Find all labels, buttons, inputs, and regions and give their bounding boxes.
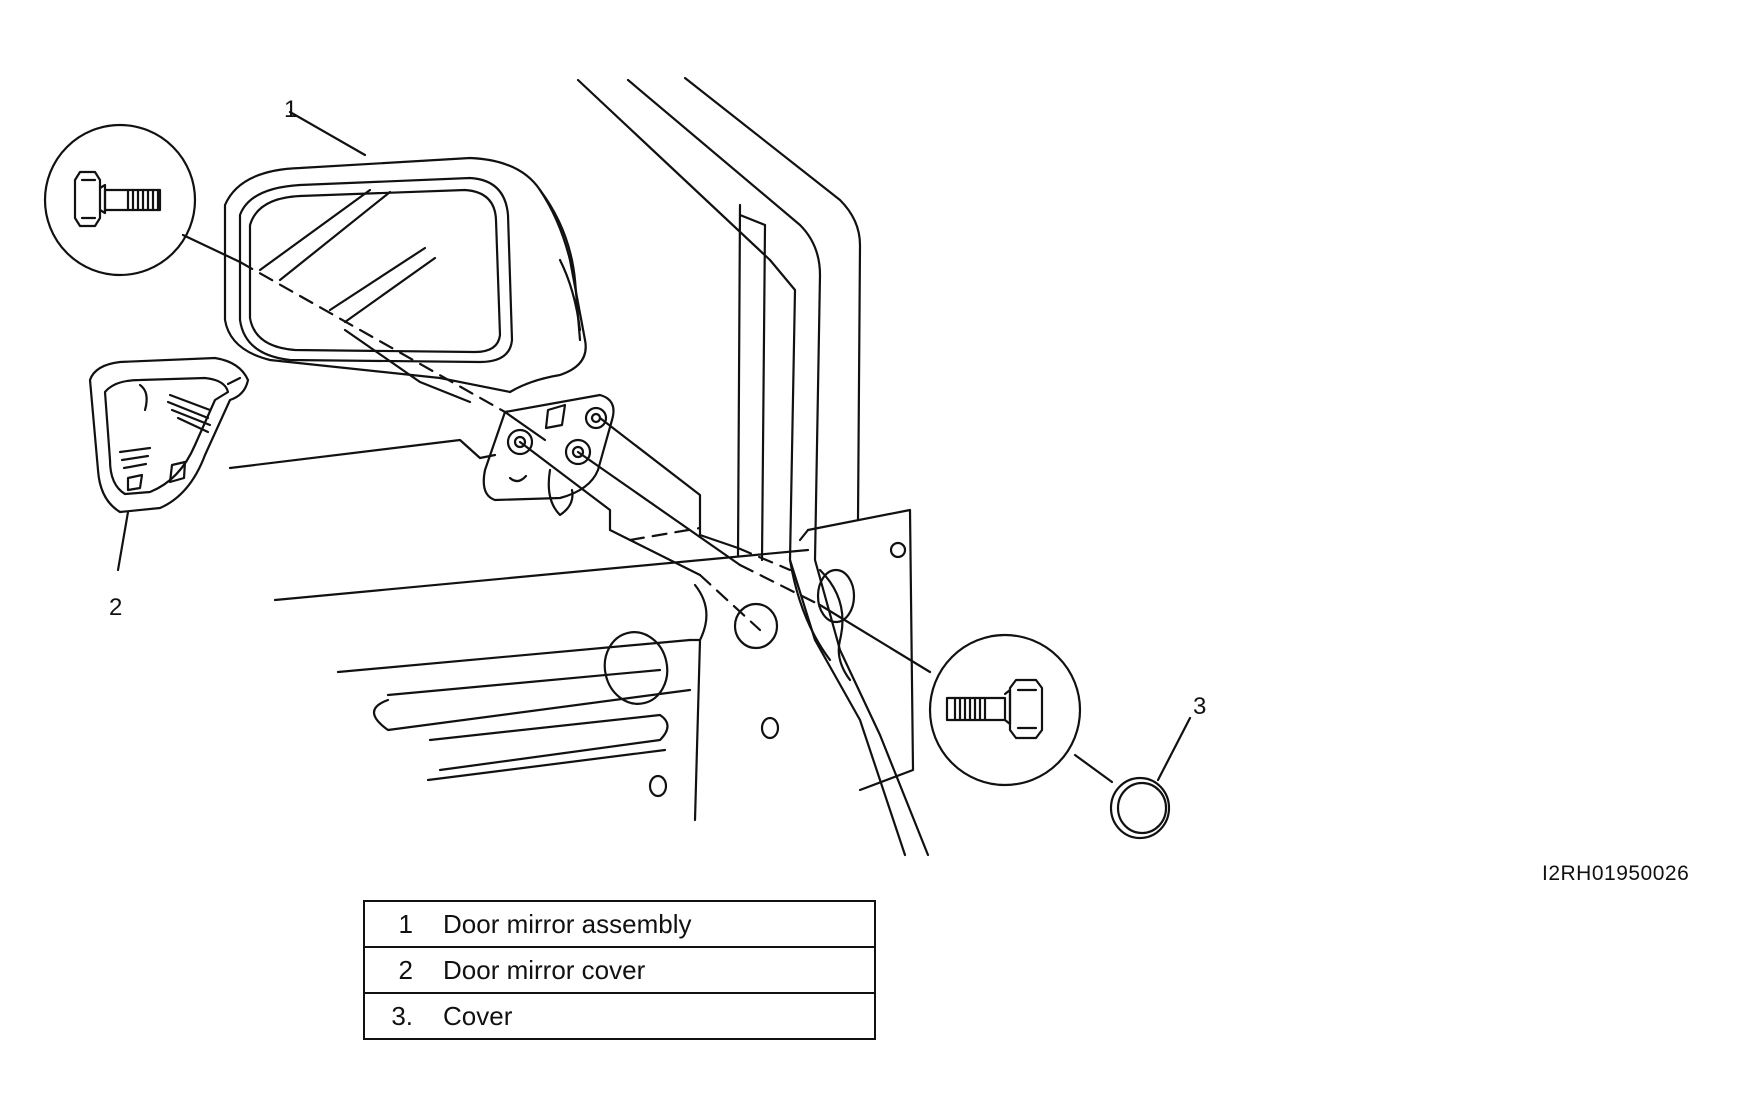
bolt-detail-lower — [928, 633, 1082, 787]
legend-description: Cover — [443, 1000, 513, 1031]
legend-row: 1 Door mirror assembly — [363, 900, 876, 946]
callout-1: 1 — [284, 96, 298, 123]
legend-description: Door mirror cover — [443, 954, 646, 985]
diagram-id-code: I2RH01950026 — [1542, 862, 1690, 885]
legend-row: 3. Cover — [363, 992, 876, 1040]
legend-row: 2 Door mirror cover — [363, 946, 876, 992]
door-mirror-assembly — [223, 156, 587, 394]
door-sash-frame — [576, 76, 930, 857]
legend-number: 1 — [398, 908, 413, 939]
bolt-detail-upper — [43, 123, 197, 277]
legend-description: Door mirror assembly — [443, 908, 692, 939]
mirror-base — [482, 393, 615, 517]
parts-legend-table: 1 Door mirror assembly 2 Door mirror cov… — [363, 900, 876, 1040]
door-mirror-cover — [88, 356, 250, 514]
cover-cap — [1109, 776, 1171, 840]
door-panel — [273, 508, 915, 822]
callout-3: 3 — [1193, 693, 1207, 720]
legend-number: 2 — [398, 954, 413, 985]
leader-lines — [116, 110, 1192, 784]
legend-number: 3. — [391, 1000, 413, 1031]
callout-2: 2 — [109, 594, 123, 621]
